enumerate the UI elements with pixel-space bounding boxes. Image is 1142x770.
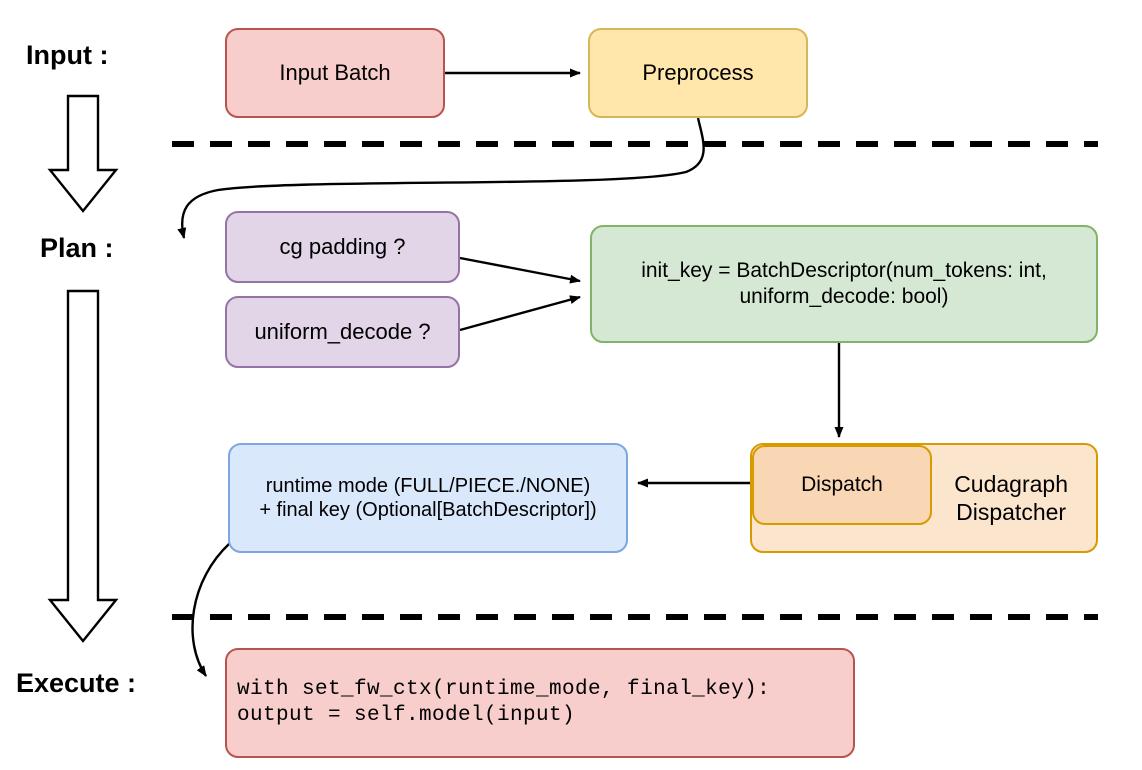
node-init-key[interactable]: init_key = BatchDescriptor(num_tokens: i… [590,225,1098,343]
node-execute-code-label: with set_fw_ctx(runtime_mode, final_key)… [237,678,771,727]
node-uniform-decode-label: uniform_decode ? [254,318,431,344]
node-dispatch[interactable]: Dispatch [752,445,932,525]
node-runtime-mode[interactable]: runtime mode (FULL/PIECE./NONE) + final … [228,443,628,553]
node-input-batch-label: Input Batch [279,59,391,85]
big-arrow-plan-to-execute [47,289,119,643]
connector-runtime-mode-to-execute-code [191,542,231,677]
node-cg-padding-label: cg padding ? [279,233,406,259]
node-dispatch-label: Dispatch [801,473,883,497]
node-input-batch[interactable]: Input Batch [225,28,445,118]
node-cg-padding[interactable]: cg padding ? [225,211,460,283]
node-preprocess[interactable]: Preprocess [588,28,808,118]
connector-uniform-decode-to-init-key [459,295,581,332]
node-preprocess-label: Preprocess [642,59,754,85]
stage-label-input: Input : [26,40,109,70]
node-cudagraph-dispatcher-label: Cudagraph Dispatcher [954,470,1068,525]
node-runtime-mode-label: runtime mode (FULL/PIECE./NONE) + final … [259,474,597,521]
stage-label-plan: Plan : [40,233,114,263]
node-uniform-decode[interactable]: uniform_decode ? [225,296,460,368]
big-arrow-input-to-plan [47,94,119,213]
stage-label-execute: Execute : [16,668,137,698]
node-execute-code[interactable]: with set_fw_ctx(runtime_mode, final_key)… [225,648,855,758]
node-init-key-label: init_key = BatchDescriptor(num_tokens: i… [641,259,1047,308]
connector-cg-padding-to-init-key [459,256,581,284]
